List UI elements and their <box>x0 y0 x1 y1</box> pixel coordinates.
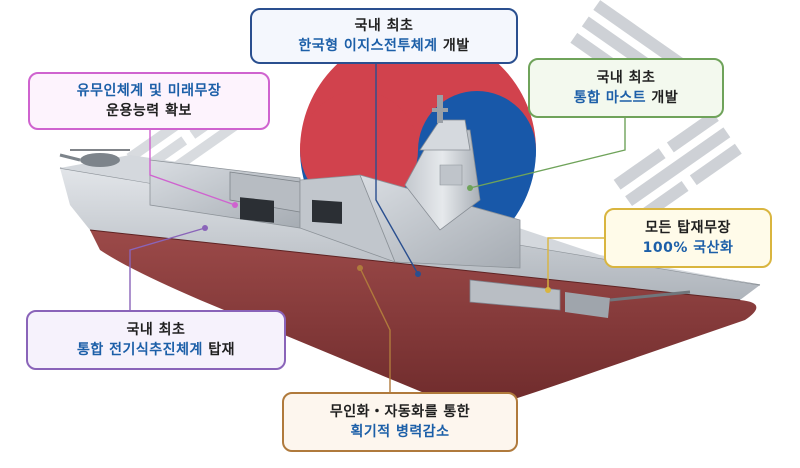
flag-trigram-lower-right <box>613 111 742 223</box>
callout-domestic-weapons: 모든 탑재무장 100% 국산화 <box>604 208 772 268</box>
ship-superstructure <box>60 155 760 318</box>
callout-electric-highlight: 통합 전기식추진체계 <box>77 342 203 358</box>
callout-mast-line2: 통합 마스트 개발 <box>574 88 678 108</box>
callout-arms-line2: 100% 국산화 <box>642 240 734 256</box>
connector-auto <box>359 267 391 392</box>
callout-auto-line1: 무인화・자동화를 통한 <box>329 404 471 420</box>
callout-aegis-combat-system: 국내 최초 한국형 이지스전투체계 개발 <box>250 8 518 64</box>
callout-aegis-line2: 한국형 이지스전투체계 개발 <box>298 36 469 56</box>
callout-auto-line2: 획기적 병력감소 <box>350 424 450 440</box>
callout-unmanned-line1: 유무인체계 및 미래무장 <box>76 83 222 99</box>
helicopter <box>59 149 130 167</box>
callout-manned-unmanned-systems: 유무인체계 및 미래무장 운용능력 확보 <box>28 72 270 130</box>
connector-mast <box>469 118 626 189</box>
connector-electric <box>129 227 206 310</box>
connector-lines <box>129 64 626 392</box>
integrated-mast <box>404 95 481 231</box>
callout-electric-line2: 통합 전기식추진체계 탑재 <box>77 340 235 360</box>
connector-arms <box>547 237 604 290</box>
callout-aegis-highlight: 한국형 이지스전투체계 <box>298 38 438 54</box>
callout-mast-highlight: 통합 마스트 <box>573 90 647 106</box>
connector-unmanned <box>149 130 236 206</box>
callout-unmanned-line2: 운용능력 확보 <box>106 103 192 119</box>
callout-integrated-mast: 국내 최초 통합 마스트 개발 <box>528 58 724 118</box>
callout-electric-line1: 국내 최초 <box>126 322 186 338</box>
callout-electric-propulsion: 국내 최초 통합 전기식추진체계 탑재 <box>26 310 286 370</box>
connector-aegis <box>375 64 419 275</box>
callout-automation-crew-reduction: 무인화・자동화를 통한 획기적 병력감소 <box>282 392 518 452</box>
callout-electric-suffix: 탑재 <box>202 342 235 358</box>
callout-arms-line1: 모든 탑재무장 <box>645 220 731 236</box>
callout-mast-suffix: 개발 <box>646 90 679 106</box>
callout-mast-line1: 국내 최초 <box>596 70 656 86</box>
callout-aegis-line1: 국내 최초 <box>354 18 414 34</box>
callout-aegis-suffix: 개발 <box>437 38 470 54</box>
